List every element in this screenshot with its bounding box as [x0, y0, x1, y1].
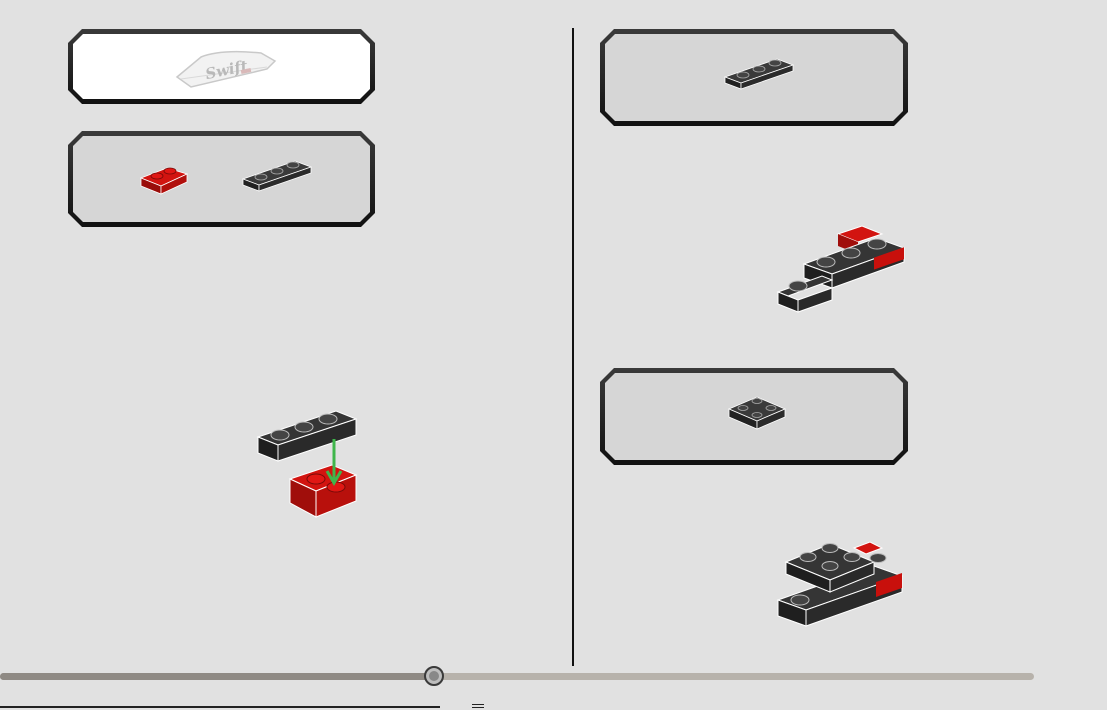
build-step-assembly-right-2 [774, 526, 914, 636]
black-plate-2x2-icon [723, 389, 793, 433]
page-divider [572, 28, 574, 666]
parts-panel-2 [68, 131, 375, 227]
parts-panel-2-inner [73, 136, 370, 222]
bottom-page-mark [472, 704, 484, 708]
parts-panel-1: Swift [68, 29, 375, 104]
page-slider-fill [0, 673, 434, 680]
parts-panel-1-inner: Swift [73, 34, 370, 99]
red-plate-1x2-icon [290, 465, 356, 517]
black-plate-1x3-icon [239, 153, 319, 193]
parts-panel-3 [600, 29, 908, 126]
page-slider-thumb[interactable] [424, 666, 444, 686]
build-step-assembly-left [252, 403, 372, 523]
sticker-icon: Swift [171, 47, 281, 91]
red-plate-1x2-icon [137, 156, 197, 196]
bottom-rule [0, 706, 440, 708]
parts-panel-4 [600, 368, 908, 465]
parts-panel-3-inner [605, 34, 903, 121]
build-step-assembly-right-1 [774, 222, 914, 322]
black-plate-1x3-icon [258, 411, 356, 461]
parts-panel-4-inner [605, 373, 903, 460]
green-arrow-icon [327, 439, 341, 483]
black-plate-1x3-icon [721, 51, 801, 91]
